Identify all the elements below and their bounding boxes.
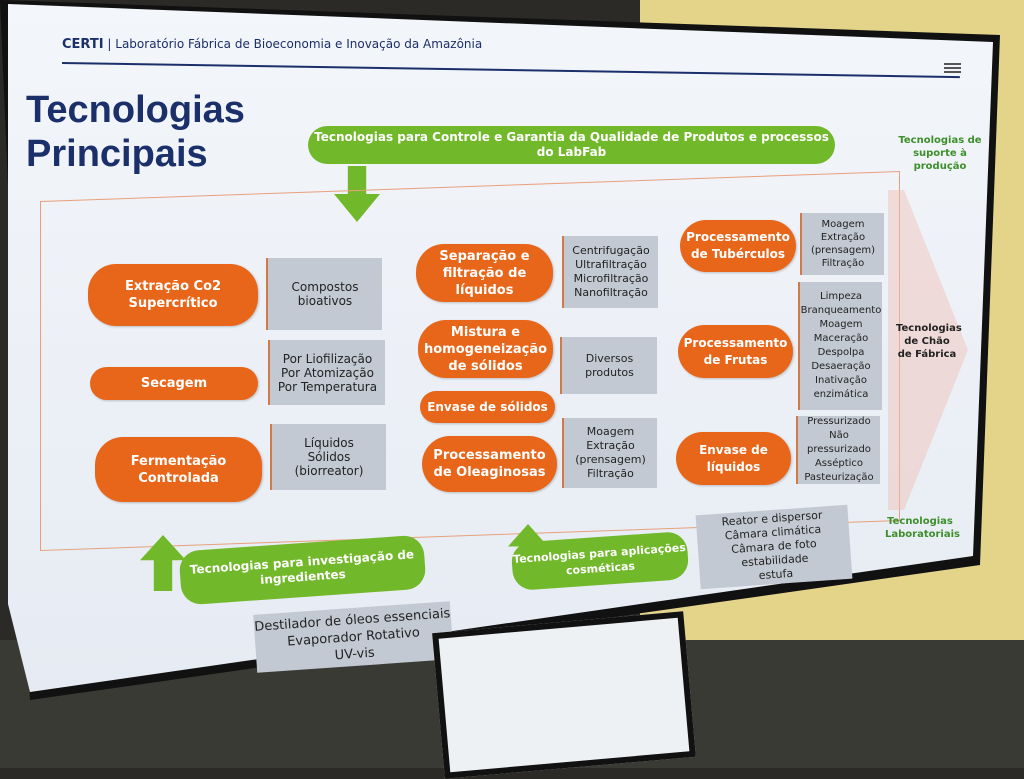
quality-control-banner: Tecnologias para Controle e Garantia da …: [308, 126, 835, 164]
process-secagem: Secagem: [90, 367, 258, 400]
details-envase-liquidos: Pressurizado Não pressurizado Asséptico …: [796, 416, 880, 484]
details-fermentacao: Líquidos Sólidos (biorreator): [270, 424, 386, 490]
tablet-device: [432, 611, 696, 779]
process-oleaginosas: Processamento de Oleaginosas: [422, 436, 557, 492]
process-co2: Extração Co2 Supercrítico: [88, 264, 258, 326]
details-mistura: Diversos produtos: [560, 337, 657, 394]
process-separacao: Separação e filtração de líquidos: [416, 244, 553, 302]
details-cosmetics: Reator e dispersor Câmara climática Câma…: [695, 504, 853, 590]
process-tuberculos: Processamento de Tubérculos: [680, 220, 796, 272]
details-separacao: Centrifugação Ultrafiltração Microfiltra…: [562, 236, 658, 308]
process-frutas: Processamento de Frutas: [678, 325, 793, 378]
lab-label: Tecnologias Laboratoriais: [885, 516, 960, 540]
header-subtitle: Laboratório Fábrica de Bioeconomia e Ino…: [115, 37, 483, 51]
brand: CERTI: [62, 37, 104, 52]
process-mistura: Mistura e homogeneização de sólidos: [418, 320, 553, 378]
support-label: Tecnologias de suporte à produção: [898, 135, 982, 172]
title-line-1: Tecnologias: [26, 89, 245, 131]
details-secagem: Por Liofilização Por Atomização Por Temp…: [268, 340, 385, 405]
process-envase-solidos: Envase de sólidos: [420, 391, 555, 423]
factory-label: Tecnologias de Chão de Fábrica: [896, 323, 962, 360]
details-frutas: Limpeza Branqueamento Moagem Maceração D…: [798, 282, 882, 410]
header: CERTI | Laboratório Fábrica de Bioeconom…: [62, 37, 482, 52]
details-oleaginosas: Moagem Extração (prensagem) Filtração: [562, 418, 657, 488]
process-fermentacao: Fermentação Controlada: [95, 437, 262, 502]
process-envase-liquidos: Envase de líquidos: [676, 432, 791, 485]
header-separator: |: [107, 37, 112, 51]
details-co2: Compostos bioativos: [266, 258, 382, 330]
title-line-2: Principais: [26, 133, 208, 175]
hamburger-menu-icon[interactable]: [944, 63, 961, 73]
details-tuberculos: Moagem Extração (prensagem) Filtração: [800, 213, 884, 275]
